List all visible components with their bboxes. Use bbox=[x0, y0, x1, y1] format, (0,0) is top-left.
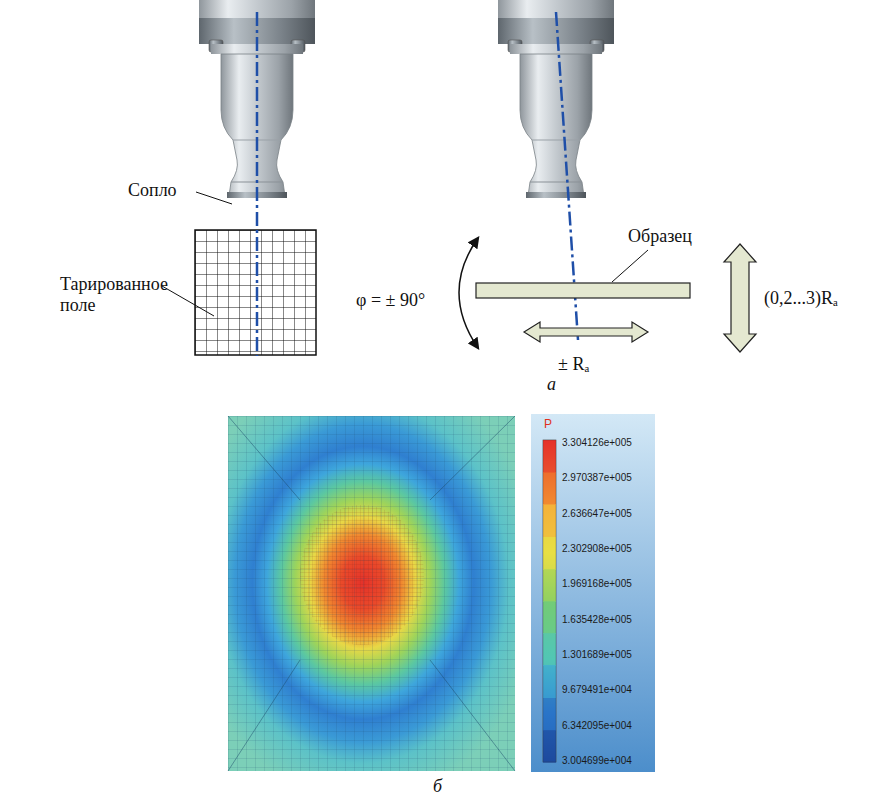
axis-title: P bbox=[544, 418, 552, 432]
pressure-field bbox=[228, 416, 515, 771]
legend-swatch bbox=[543, 569, 556, 602]
legend-swatch bbox=[543, 730, 556, 763]
leader-line bbox=[196, 192, 232, 204]
panel-letter: б bbox=[433, 776, 442, 797]
part-label: Образец bbox=[628, 226, 692, 247]
legend-value: 9.679491e+004 bbox=[562, 685, 632, 695]
dimension-label: (0,2...3)Rₐ bbox=[764, 288, 838, 309]
part-label: Тарированное поле bbox=[60, 274, 170, 315]
axis-line bbox=[256, 12, 259, 356]
legend-value: 1.635428e+005 bbox=[562, 615, 632, 625]
legend-swatch bbox=[543, 665, 556, 698]
legend-value: 3.304126e+005 bbox=[562, 438, 632, 448]
leader-line bbox=[162, 286, 214, 316]
legend-value: 1.969168e+005 bbox=[562, 579, 632, 589]
dimension-label: ± Rₐ bbox=[558, 354, 589, 375]
legend-value: 2.636647e+005 bbox=[562, 509, 632, 519]
angle-label: φ = ± 90° bbox=[356, 290, 425, 311]
legend-swatch bbox=[543, 537, 556, 570]
panel-letter: а bbox=[547, 374, 556, 395]
pressure-mesh bbox=[290, 495, 435, 655]
legend-swatch bbox=[543, 504, 556, 537]
legend-value: 2.970387e+005 bbox=[562, 473, 632, 483]
leader-line bbox=[612, 250, 648, 282]
mesh-diagonals bbox=[228, 416, 515, 771]
sample-plate bbox=[476, 283, 690, 298]
double-arrow bbox=[724, 244, 756, 352]
legend-swatch bbox=[543, 601, 556, 634]
legend-swatch bbox=[543, 633, 556, 666]
rotation-arrow bbox=[459, 238, 478, 348]
legend-swatch bbox=[543, 440, 556, 473]
pressure-mesh bbox=[228, 416, 515, 771]
legend-value: 3.004699e+004 bbox=[562, 756, 632, 766]
colorbar-panel bbox=[531, 414, 655, 772]
part-label: Сопло bbox=[128, 180, 177, 201]
nozzle bbox=[498, 0, 614, 198]
colorbar bbox=[543, 440, 556, 762]
calibrated-field bbox=[195, 230, 316, 355]
legend-value: 1.301689e+005 bbox=[562, 650, 632, 660]
double-arrow bbox=[524, 322, 648, 342]
legend-value: 2.302908e+005 bbox=[562, 544, 632, 554]
legend-swatch bbox=[543, 472, 556, 505]
legend-value: 6.342095e+004 bbox=[562, 721, 632, 731]
calibrated-field-grid bbox=[195, 230, 316, 355]
legend-swatch bbox=[543, 698, 556, 731]
